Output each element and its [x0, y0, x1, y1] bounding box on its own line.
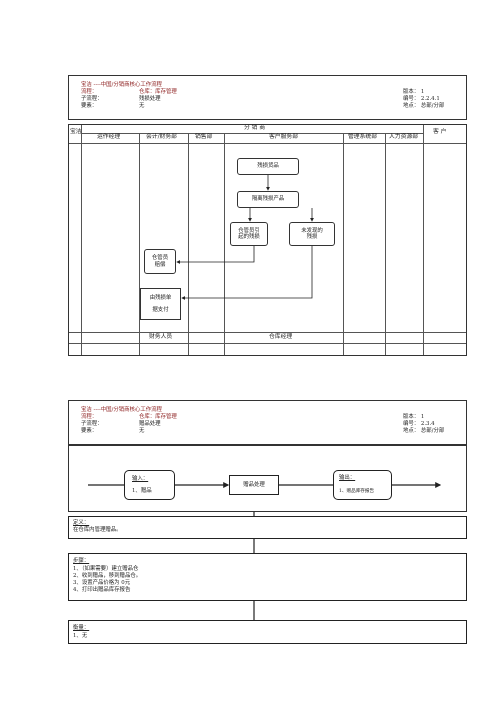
box-isolate-damaged: 隔离残损产品 [237, 191, 299, 208]
col-finance: 会计/财务部 [146, 134, 177, 140]
col-customer: 客 户 [433, 129, 447, 135]
step-4: 4、打印出赠品库存报告 [73, 587, 131, 593]
col-pg: 宝洁 [70, 129, 82, 135]
output-item: 1、赠品库存报告 [339, 489, 375, 494]
process-box: 赠品处理 [229, 475, 279, 495]
definition-section: 定义： 在仓库内管理赠品。 [68, 516, 467, 539]
box-undiscovered-damage: 未发现的残损 [289, 222, 335, 246]
doc1-version: 版本： 1 [403, 89, 425, 95]
col-group-distributor: 分 销 商 [244, 125, 266, 131]
doc2-subflow-value: 赠品处理 [139, 421, 161, 427]
output-title: 输出： [339, 475, 356, 481]
doc2-key-label: 要素： [81, 428, 98, 434]
footer-warehouse-manager: 仓库经理 [269, 334, 293, 340]
input-box: 输入： 1、赠品 [124, 470, 175, 500]
doc2-key-value: 无 [139, 428, 145, 434]
doc2-subflow-label: 子流程： [81, 421, 103, 427]
box-keeper-caused-damage: 仓管员引起的残损 [230, 222, 268, 246]
doc2-flow-value: 仓库：库存管理 [139, 414, 177, 420]
doc1-key-value: 无 [139, 103, 145, 109]
steps-section: 步骤： 1、（如果需要）建立赠品仓 2、收到赠品，移到赠品仓。 3、设置产品价格… [68, 553, 467, 601]
col-hr: 人力资源部 [389, 134, 418, 140]
col-ops-manager: 运作经理 [97, 134, 121, 140]
process-label: 赠品处理 [243, 481, 265, 488]
doc1-subflow-value: 残损处理 [139, 96, 161, 102]
col-customer-service: 客户服务部 [269, 134, 298, 140]
input-item: 1、赠品 [132, 488, 152, 494]
step-3: 3、设置产品价格为 0元 [73, 580, 131, 586]
col-mis: 管理系统部 [348, 134, 377, 140]
doc2-title: 宝洁 ----中国/分销商核心工作流程 [81, 407, 162, 413]
measure-title: 衡量： [73, 625, 90, 631]
doc2-header-frame: 宝洁 ----中国/分销商核心工作流程 流程： 仓库：库存管理 子流程： 赠品处… [68, 400, 467, 445]
doc2-place: 地点： 总部/分部 [403, 428, 445, 434]
input-title: 输入： [132, 476, 149, 482]
steps-title: 步骤： [73, 558, 90, 564]
doc1-flow-value: 仓库：库存管理 [139, 89, 177, 95]
doc1-title: 宝洁 ----中国/分销商核心工作流程 [81, 82, 162, 88]
doc1-flow-label: 流程： [81, 89, 98, 95]
doc1-place: 地点： 总部/分部 [403, 103, 445, 109]
measure-text: 1、无 [73, 633, 88, 639]
box-pay-by-damage-doc: 由残损单据支付 [140, 288, 181, 320]
box-damaged-goods: 残损货品 [237, 158, 299, 175]
doc2-version: 版本： 1 [403, 414, 425, 420]
doc2-flow-label: 流程： [81, 414, 98, 420]
doc1-swimlane-table: 宝洁 分 销 商 运作经理 会计/财务部 销售部 客户服务部 管理系统部 人力资… [68, 124, 467, 356]
footer-finance-staff: 财务人员 [149, 334, 173, 340]
box-keeper-compensation: 仓管员赔偿 [144, 249, 176, 274]
doc1-header-frame: 宝洁 ----中国/分销商核心工作流程 流程： 仓库：库存管理 子流程： 残损处… [68, 75, 467, 120]
step-2: 2、收到赠品，移到赠品仓。 [73, 573, 142, 579]
measure-section: 衡量： 1、无 [68, 620, 467, 644]
doc2-ipo-frame [68, 445, 467, 512]
doc1-code: 编号： 2.2.4.1 [403, 96, 440, 102]
definition-text: 在仓库内管理赠品。 [73, 527, 122, 533]
step-1: 1、（如果需要）建立赠品仓 [73, 566, 139, 572]
output-box: 输出： 1、赠品库存报告 [333, 470, 392, 500]
definition-title: 定义： [73, 520, 90, 526]
doc2-code: 编号： 2.3.4 [403, 421, 435, 427]
doc1-subflow-label: 子流程： [81, 96, 103, 102]
col-sales: 销售部 [195, 134, 213, 140]
doc1-key-label: 要素： [81, 103, 98, 109]
